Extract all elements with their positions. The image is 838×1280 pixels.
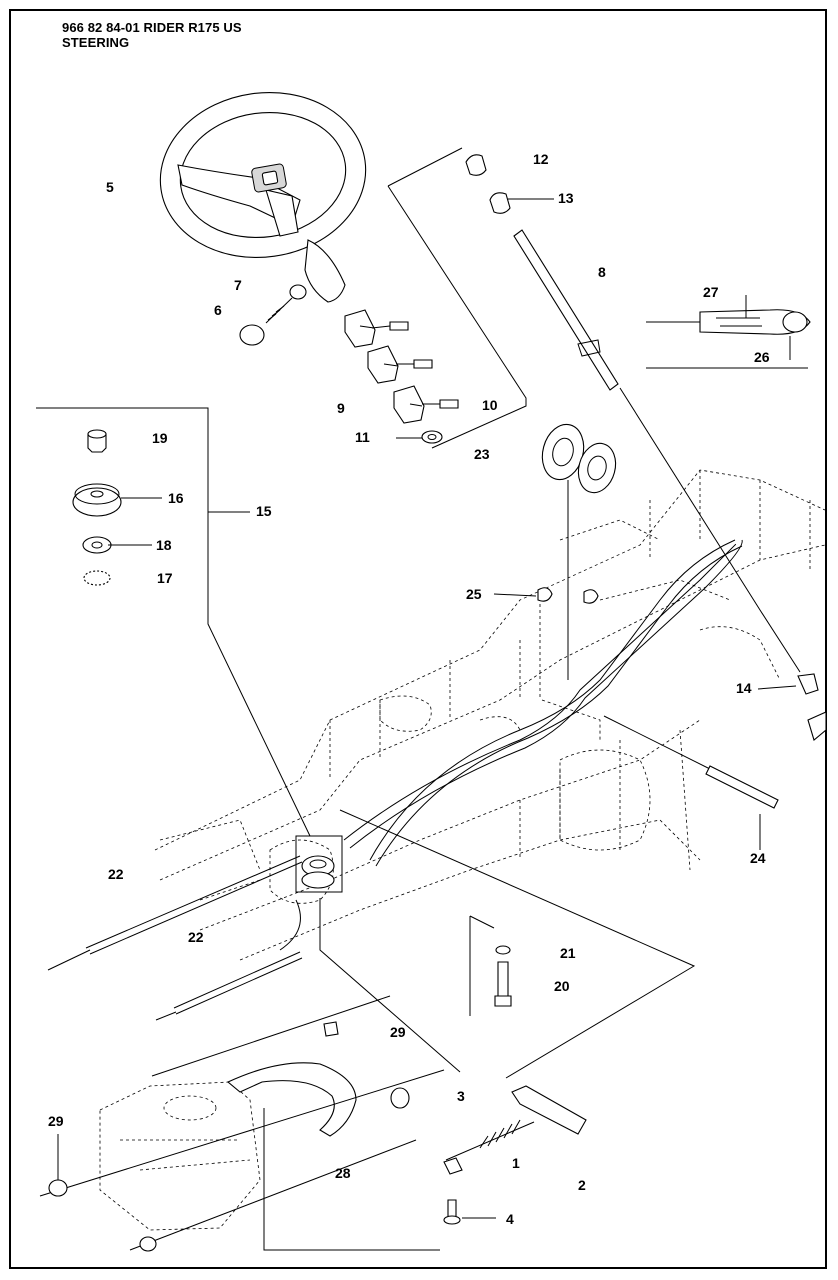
bolt-set — [469, 915, 512, 1016]
callout-label: 23 — [474, 446, 490, 462]
tie-rods — [47, 855, 303, 1021]
clip — [537, 587, 553, 602]
callout-label: 28 — [335, 1165, 351, 1181]
steering-cable — [343, 539, 743, 867]
callout-label: 26 — [754, 349, 770, 365]
callout-label: 27 — [703, 284, 719, 300]
callout-label: 29 — [390, 1024, 406, 1040]
callout-label: 17 — [157, 570, 173, 586]
callout-label: 24 — [750, 850, 766, 866]
callout-label: 3 — [457, 1088, 465, 1104]
group-bracket-2 — [319, 809, 696, 1079]
callout-label: 8 — [598, 264, 606, 280]
callout-label: 2 — [578, 1177, 586, 1193]
callout-label: 20 — [554, 978, 570, 994]
pulley-kit — [72, 429, 122, 586]
leaders-col — [359, 325, 423, 407]
spring-assembly — [443, 1119, 535, 1225]
callout-label: 10 — [482, 397, 498, 413]
leader-lines — [108, 198, 797, 850]
steering-wheel — [159, 91, 367, 303]
callout-label: 11 — [355, 429, 370, 445]
title-block: 966 82 84-01 RIDER R175 US STEERING — [62, 20, 242, 50]
callout-label: 9 — [337, 400, 345, 416]
callout-label: 15 — [256, 503, 272, 519]
callout-label: 13 — [558, 190, 574, 206]
rod-end-assembly — [646, 295, 811, 369]
callout-label: 25 — [466, 586, 482, 602]
model-title: 966 82 84-01 RIDER R175 US — [62, 20, 242, 35]
drag-link — [603, 715, 779, 809]
callout-label: 21 — [560, 945, 576, 961]
steering-shaft — [465, 154, 827, 741]
column-box — [295, 835, 343, 893]
callout-label: 4 — [506, 1211, 514, 1227]
chassis-ghost — [154, 469, 826, 961]
callout-label: 19 — [152, 430, 168, 446]
group-bracket-23 — [387, 147, 527, 449]
transaxle — [39, 995, 445, 1252]
callout-label: 6 — [214, 302, 222, 318]
callout-label: 5 — [106, 179, 114, 195]
callout-label: 7 — [234, 277, 242, 293]
sector-gears — [541, 423, 617, 680]
callout-label: 22 — [108, 866, 124, 882]
callout-label: 16 — [168, 490, 184, 506]
callout-label: 22 — [188, 929, 204, 945]
group-bracket-15 — [36, 407, 311, 837]
drawing-frame — [9, 9, 827, 1269]
section-title: STEERING — [62, 35, 130, 50]
clip — [583, 589, 599, 604]
callout-label: 1 — [512, 1155, 520, 1171]
callout-label: 18 — [156, 537, 172, 553]
column-hardware — [239, 284, 459, 444]
callout-label: 29 — [48, 1113, 64, 1129]
callout-label: 14 — [736, 680, 752, 696]
callout-labels: 1 2 3 4 5 6 7 8 9 10 11 12 13 14 15 16 1… — [48, 151, 770, 1227]
callout-label: 12 — [533, 151, 549, 167]
plate — [511, 1085, 587, 1135]
